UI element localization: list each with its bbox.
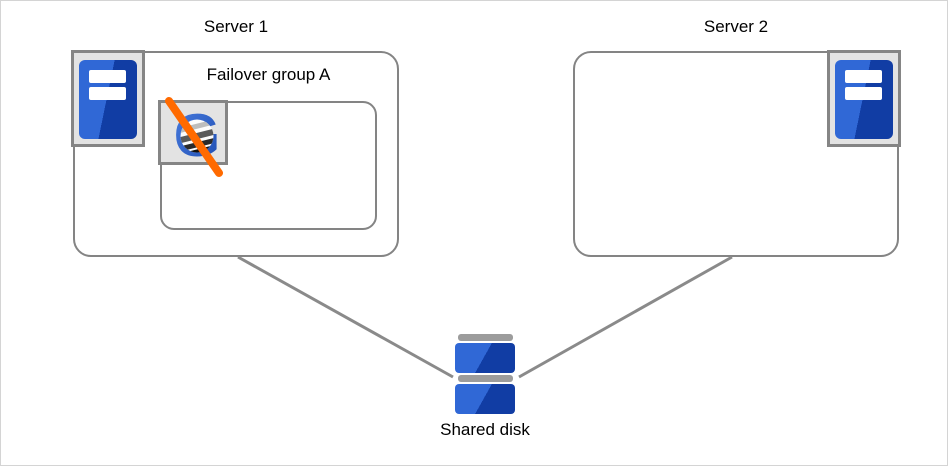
failover-group-box [160,101,377,230]
failover-group-label: Failover group A [206,65,331,84]
disk-stack-icon [455,334,515,414]
server2-label: Server 2 [703,17,769,36]
connector-server1-disk [237,255,454,379]
server1-label: Server 1 [203,17,269,36]
connector-server2-disk [518,255,733,379]
server2-box [573,51,899,257]
shared-disk-label: Shared disk [440,420,530,439]
